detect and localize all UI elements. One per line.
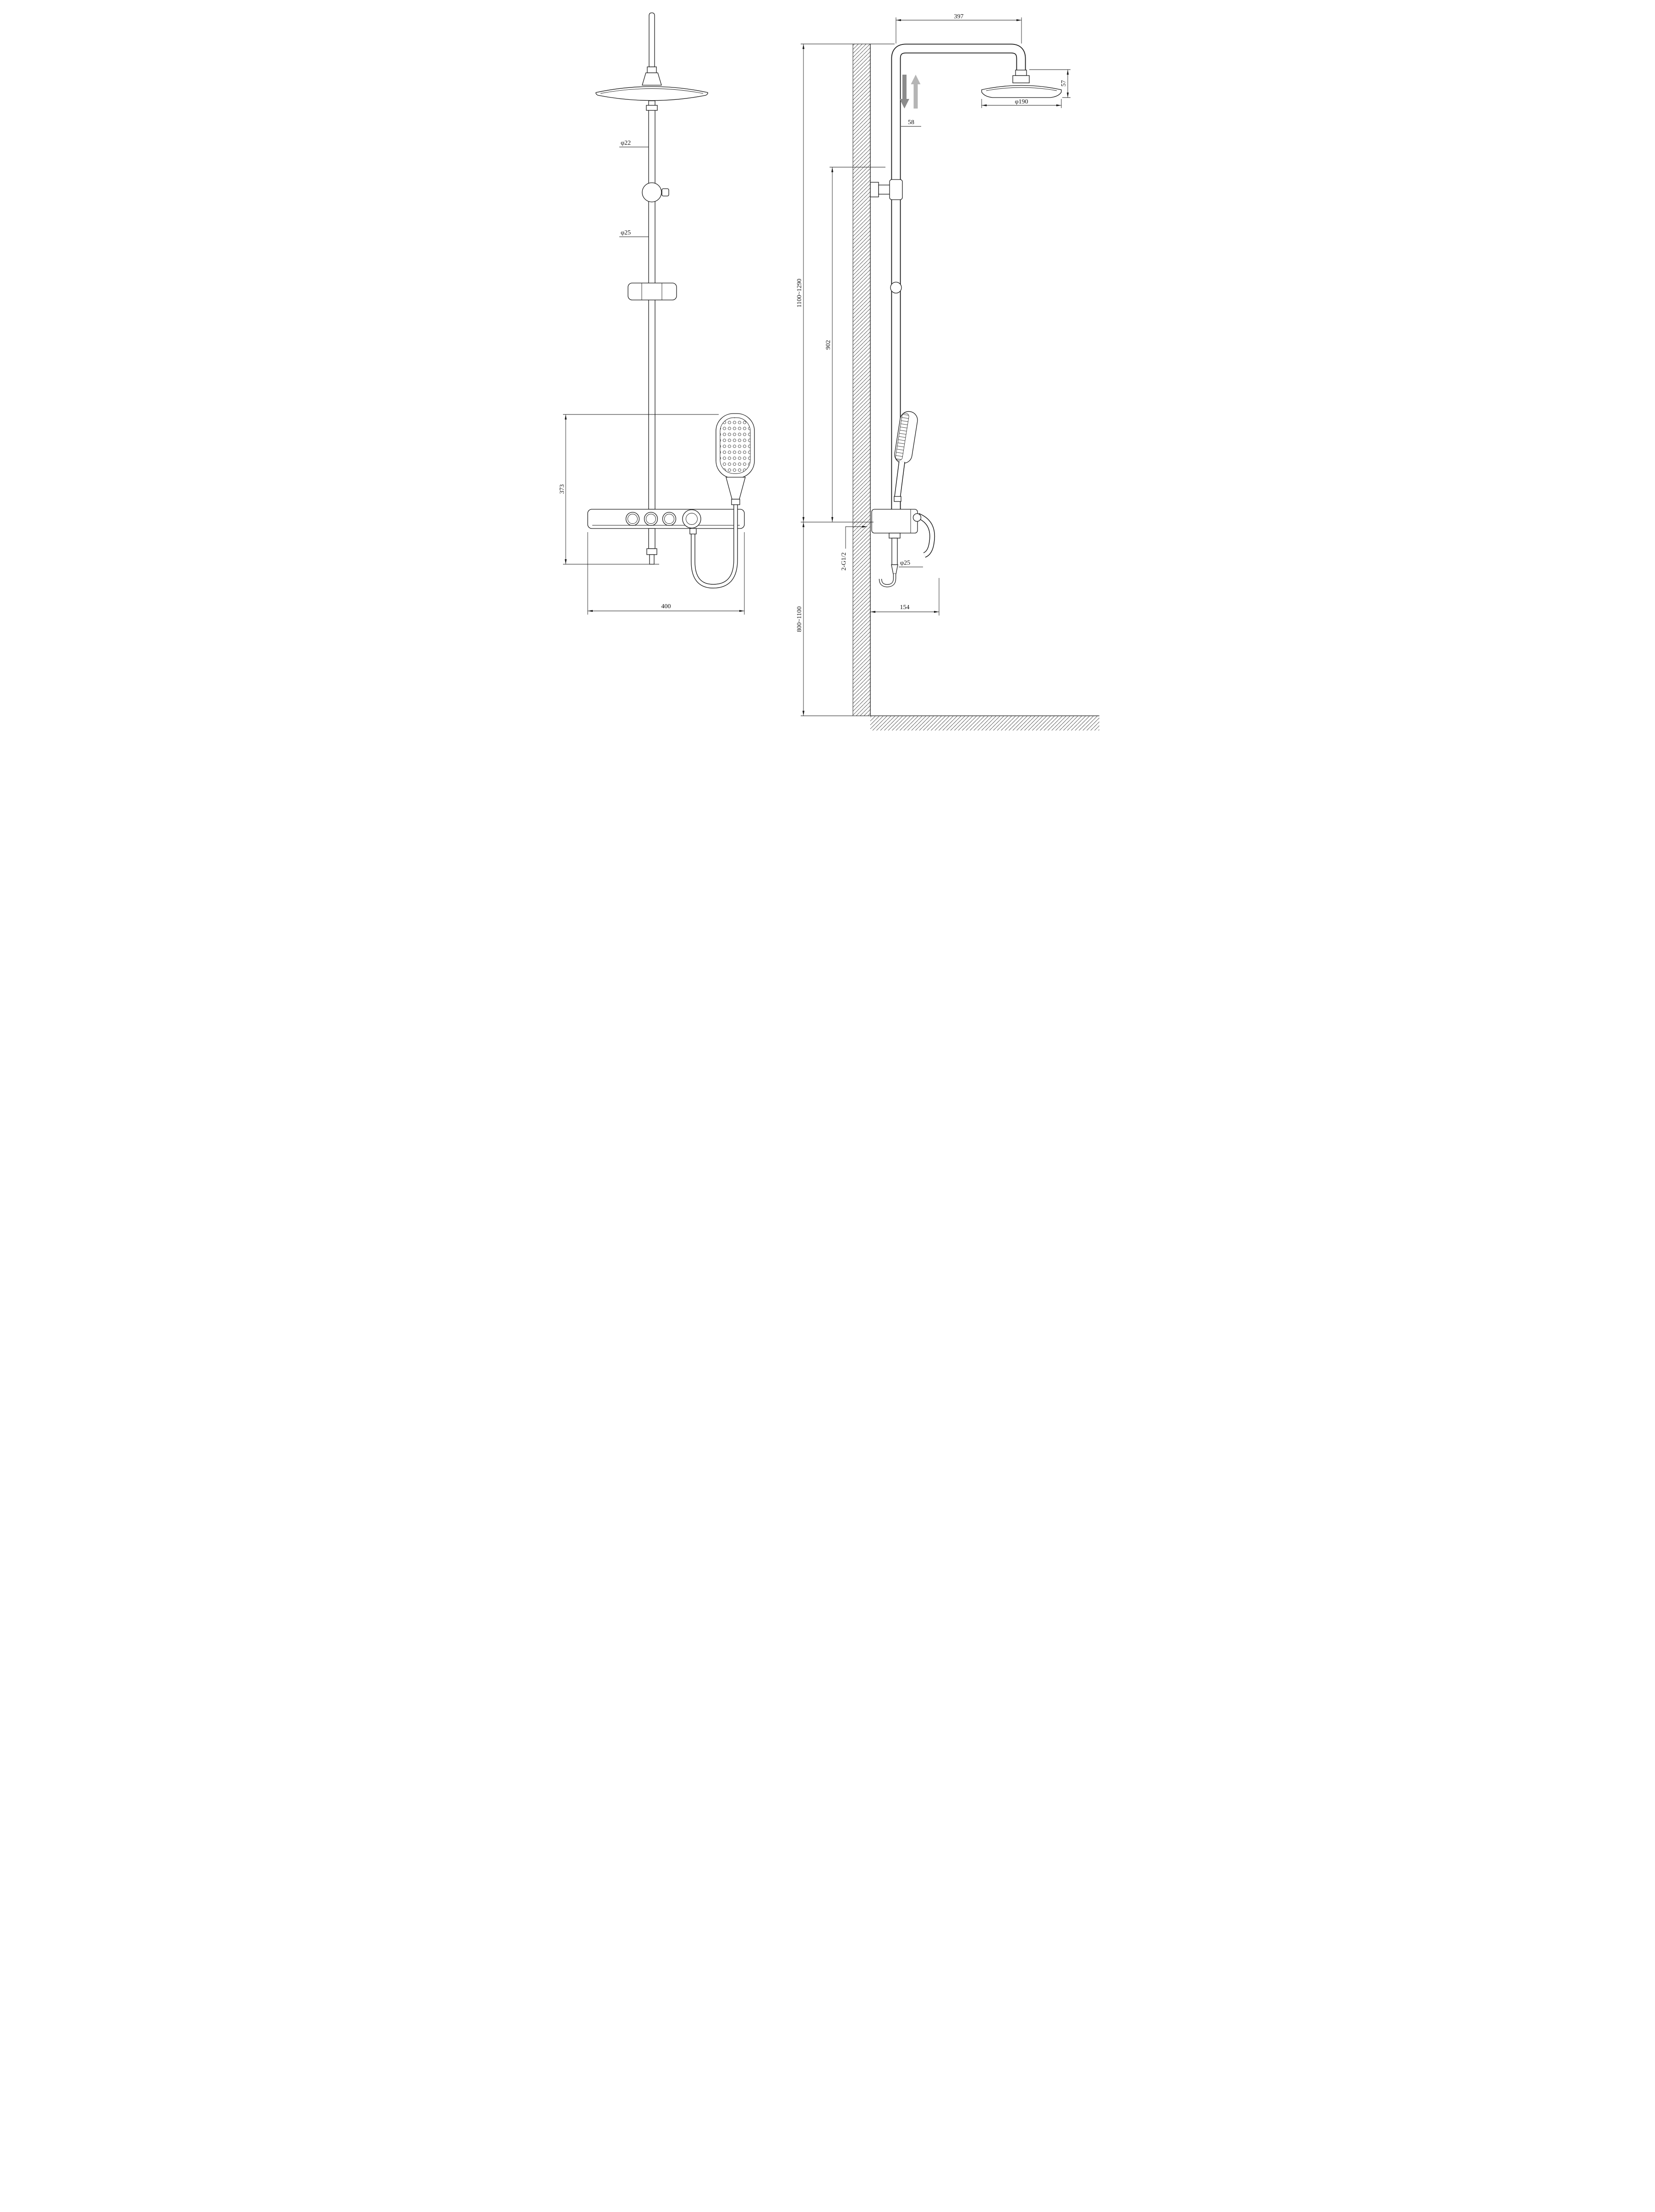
front-hose-nut — [689, 528, 697, 534]
front-hand-shower-spray-face — [720, 417, 750, 474]
thread-spec-callout: 2-G1/2 — [841, 525, 867, 571]
front-knob-3 — [662, 512, 676, 526]
front-head-collar — [645, 105, 658, 111]
side-wall-bracket — [869, 179, 903, 200]
side-mixer-lever-pivot — [912, 513, 921, 522]
dim-install-height-label: 800~1100 — [796, 606, 803, 632]
dim-373: 373 — [559, 414, 719, 565]
side-hand-shower-nut — [893, 496, 901, 502]
side-dia25-label: φ25 — [900, 560, 910, 567]
flow-down-arrow — [899, 75, 909, 109]
dim-dia190-label: φ190 — [1015, 98, 1028, 105]
side-pipe — [891, 44, 1026, 509]
side-shower-head — [981, 85, 1062, 98]
side-hand-shower — [893, 411, 918, 502]
drawing-canvas: φ22 φ25 — [552, 0, 1103, 737]
dim-dia190: φ190 — [981, 98, 1061, 108]
side-mixer — [871, 509, 935, 558]
front-top-connector — [641, 12, 662, 86]
side-outlet-pipe — [879, 533, 901, 588]
dim-397: 397 — [896, 13, 1021, 44]
dim-154-label: 154 — [900, 604, 909, 611]
front-knob-2 — [644, 512, 658, 526]
dim-57: 57 — [1029, 69, 1071, 98]
front-slider-holder — [627, 283, 677, 300]
wall-hatch — [852, 44, 870, 716]
side-view: 58 — [796, 13, 1099, 730]
front-joint-knob — [661, 188, 669, 196]
dim-397-label: 397 — [954, 13, 963, 20]
front-shower-head-disc — [595, 86, 708, 111]
front-riser-pipe — [648, 100, 655, 510]
front-view: φ22 φ25 — [559, 12, 755, 615]
dim-154: 154 — [870, 578, 939, 616]
front-hand-shower-handle — [725, 477, 746, 500]
side-head-connector — [1012, 70, 1030, 83]
dim-install-height: 800~1100 — [796, 522, 870, 716]
offset-58-label: 58 — [908, 119, 914, 126]
front-hose — [689, 505, 738, 588]
side-hand-shower-spray-face — [895, 413, 909, 461]
front-wall-joint — [641, 182, 669, 202]
front-inlet-pipe — [646, 528, 657, 565]
front-dia22-label: φ22 — [621, 140, 631, 147]
side-dia25-callout: φ25 — [898, 560, 923, 567]
dim-overall-height: 1100~1290 — [796, 44, 895, 523]
flow-up-arrow — [911, 75, 920, 109]
front-knob-1 — [625, 512, 639, 526]
front-hand-shower — [715, 413, 755, 505]
dim-902: 902 — [825, 167, 885, 522]
front-dia22-callout: φ22 — [619, 140, 649, 147]
dim-902-label: 902 — [825, 340, 832, 350]
front-hand-shower-nut — [731, 499, 740, 505]
front-dia25-label: φ25 — [621, 229, 631, 236]
dim-400: 400 — [587, 532, 744, 615]
dim-373-label: 373 — [559, 485, 566, 494]
technical-drawing: φ22 φ25 — [552, 0, 1103, 737]
thread-spec-label: 2-G1/2 — [841, 552, 847, 571]
front-diverter — [682, 509, 701, 528]
front-dia25-callout: φ25 — [619, 229, 649, 237]
dim-57-label: 57 — [1060, 80, 1067, 87]
dim-overall-height-label: 1100~1290 — [796, 278, 803, 307]
offset-58-callout: 58 — [901, 119, 921, 127]
wall-section — [852, 44, 871, 716]
front-shelf-mixer — [587, 509, 745, 529]
floor-section — [870, 715, 1099, 730]
side-slider-ring — [890, 282, 902, 294]
dim-400-label: 400 — [661, 603, 671, 610]
floor-hatch — [870, 716, 1099, 730]
